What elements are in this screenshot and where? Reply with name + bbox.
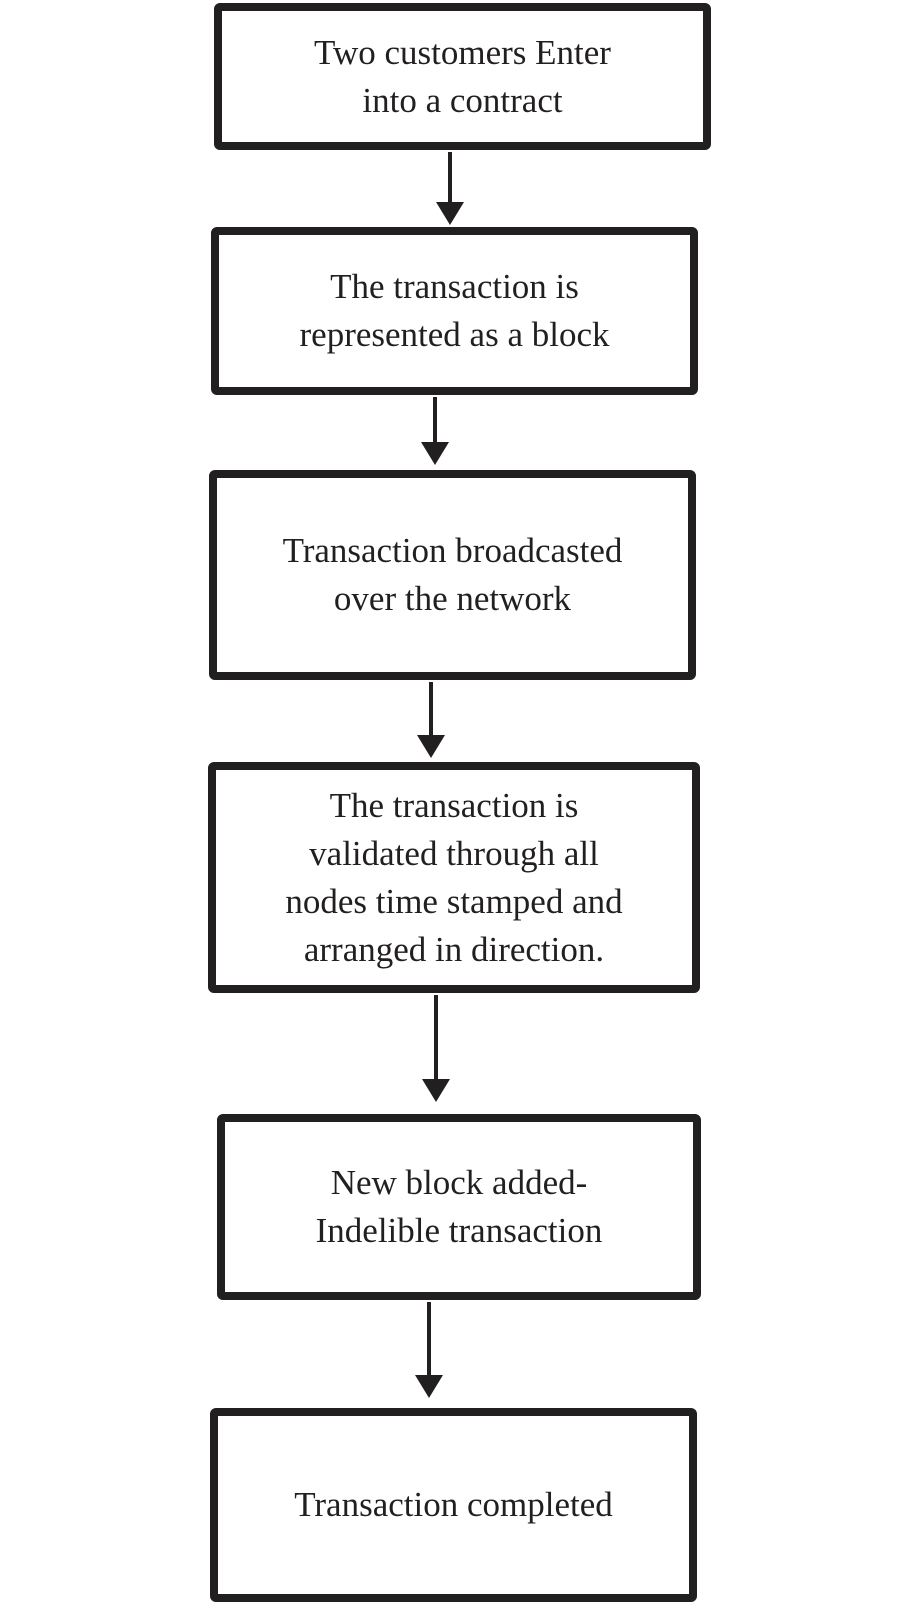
flow-step-2: The transaction is represented as a bloc… xyxy=(211,227,698,395)
flow-step-3: Transaction broadcasted over the network xyxy=(209,470,696,680)
arrow-head xyxy=(417,735,445,758)
arrow-head xyxy=(421,442,449,465)
arrow-head xyxy=(415,1375,443,1398)
flow-step-6: Transaction completed xyxy=(210,1408,697,1602)
flow-step-2-label: The transaction is represented as a bloc… xyxy=(299,267,610,354)
flow-step-4: The transaction is validated through all… xyxy=(208,762,700,993)
arrow-down-icon xyxy=(415,1302,443,1398)
arrow-down-icon xyxy=(421,397,449,465)
arrow-shaft xyxy=(427,1302,431,1375)
arrow-down-icon xyxy=(422,995,450,1102)
flow-step-1: Two customers Enter into a contract xyxy=(214,3,711,150)
flow-step-1-label: Two customers Enter into a contract xyxy=(314,32,611,120)
arrow-down-icon xyxy=(436,152,464,225)
arrow-shaft xyxy=(433,397,437,442)
arrow-head xyxy=(422,1079,450,1102)
arrow-shaft xyxy=(429,682,433,735)
flow-step-5-label: New block added- Indelible transaction xyxy=(315,1163,603,1250)
flow-step-3-label: Transaction broadcasted over the network xyxy=(282,531,623,618)
arrow-shaft xyxy=(448,152,452,202)
flow-step-4-label: The transaction is validated through all… xyxy=(285,785,623,969)
arrow-shaft xyxy=(434,995,438,1079)
arrow-head xyxy=(436,202,464,225)
flow-step-5: New block added- Indelible transaction xyxy=(217,1114,701,1300)
flow-step-6-label: Transaction completed xyxy=(294,1485,613,1524)
arrow-down-icon xyxy=(417,682,445,758)
